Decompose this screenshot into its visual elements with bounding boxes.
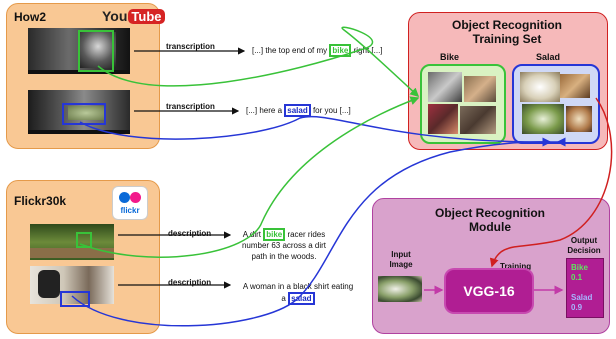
flickr-logo-text: flickr <box>120 206 140 215</box>
salad-thumb-4 <box>566 106 592 132</box>
how2-transcription-label-2: transcription <box>166 102 215 111</box>
flickr-bike-to-training-set-line <box>79 96 420 258</box>
output-decision-label-line-1: Output <box>570 236 598 245</box>
youtube-logo-badge: Tube <box>128 8 165 24</box>
input-image <box>378 276 422 302</box>
flickr-logo-pink-dot <box>130 192 141 203</box>
input-image-label-line-2: Image <box>389 260 413 269</box>
salad-thumb-3 <box>522 104 564 134</box>
salad-thumb-1 <box>520 72 560 102</box>
output-bike-score: 0.1 <box>571 273 583 282</box>
flickr-description-label-2: description <box>168 278 212 287</box>
training-label: Training <box>500 262 532 271</box>
how2-transcript-2-post: for you [...] <box>310 106 351 115</box>
training-set-to-model-arrow <box>489 97 613 268</box>
flickr30k-title: Flickr30k <box>14 194 67 208</box>
how2-video-frame-salad <box>28 90 130 134</box>
flickr-description-1-post: racer rides <box>285 230 326 239</box>
how2-bike-bounding-box <box>78 30 114 72</box>
output-salad-score: 0.9 <box>571 303 583 312</box>
training-set-title-line-2: Training Set <box>472 32 542 46</box>
how2-salad-to-training-set-line <box>79 115 566 147</box>
flickr-salad-to-training-set-line <box>71 137 552 327</box>
flickr-description-1-line-2: number 63 across a dirt <box>241 241 327 250</box>
bike-thumb-4 <box>460 106 496 134</box>
flickr-bike-bounding-box <box>76 232 92 248</box>
flickr-photo-salad <box>30 266 114 304</box>
how2-transcription-label-1: transcription <box>166 42 215 51</box>
how2-transcript-1-pre: [...] the top end of my <box>252 46 330 55</box>
training-set-salad-images <box>512 64 600 144</box>
bike-thumb-2 <box>464 76 496 102</box>
output-bike: Bike 0.1 <box>571 263 588 283</box>
flickr-photo-dirt-bike <box>30 224 114 260</box>
input-image-label: Input Image <box>376 250 426 270</box>
how2-title: How2 <box>14 10 47 24</box>
youtube-logo-text: You <box>102 8 128 24</box>
youtube-logo: You Tube <box>102 6 165 26</box>
module-title: Object Recognition Module <box>372 206 608 234</box>
output-bike-label: Bike <box>571 263 588 272</box>
flickr-description-1-line-3: path in the woods. <box>251 252 317 261</box>
training-set-bike-label: Bike <box>440 52 460 62</box>
training-set-salad-label: Salad <box>536 52 561 62</box>
training-set-title: Object Recognition Training Set <box>408 18 606 46</box>
flickr-logo-blue-dot <box>119 192 130 203</box>
output-salad-label: Salad <box>571 293 593 302</box>
how2-transcript-1-bike-word: bike <box>329 44 352 57</box>
bike-thumb-1 <box>428 72 462 102</box>
bike-thumb-3 <box>428 104 458 134</box>
flickr-description-2-line-1: A woman in a black shirt eating <box>242 282 354 291</box>
how2-bike-to-training-set-line <box>97 26 420 98</box>
flickr-description-label-1: description <box>168 229 212 238</box>
how2-transcript-2: [...] here a salad for you [...] <box>246 104 351 117</box>
vgg16-model: VGG-16 <box>446 270 532 312</box>
flickr-logo: flickr <box>112 186 148 220</box>
module-title-line-1: Object Recognition <box>434 206 545 220</box>
flickr-description-1-bike-word: bike <box>263 228 286 241</box>
output-decision-label: Output Decision <box>560 236 608 256</box>
how2-transcript-2-pre: [...] here a <box>246 106 285 115</box>
salad-thumb-2 <box>560 74 590 98</box>
output-salad: Salad 0.9 <box>571 293 592 313</box>
training-set-title-line-1: Object Recognition <box>451 18 562 32</box>
output-decision-label-line-2: Decision <box>567 246 601 255</box>
how2-transcript-2-salad-word: salad <box>284 104 311 117</box>
flickr-salad-bounding-box <box>60 291 90 307</box>
module-title-line-2: Module <box>469 220 511 234</box>
training-set-bike-images <box>420 64 506 144</box>
flickr-description-2-pre: a <box>281 294 289 303</box>
output-decision-box: Bike 0.1 Salad 0.9 <box>566 258 604 318</box>
input-image-label-line-1: Input <box>391 250 411 259</box>
